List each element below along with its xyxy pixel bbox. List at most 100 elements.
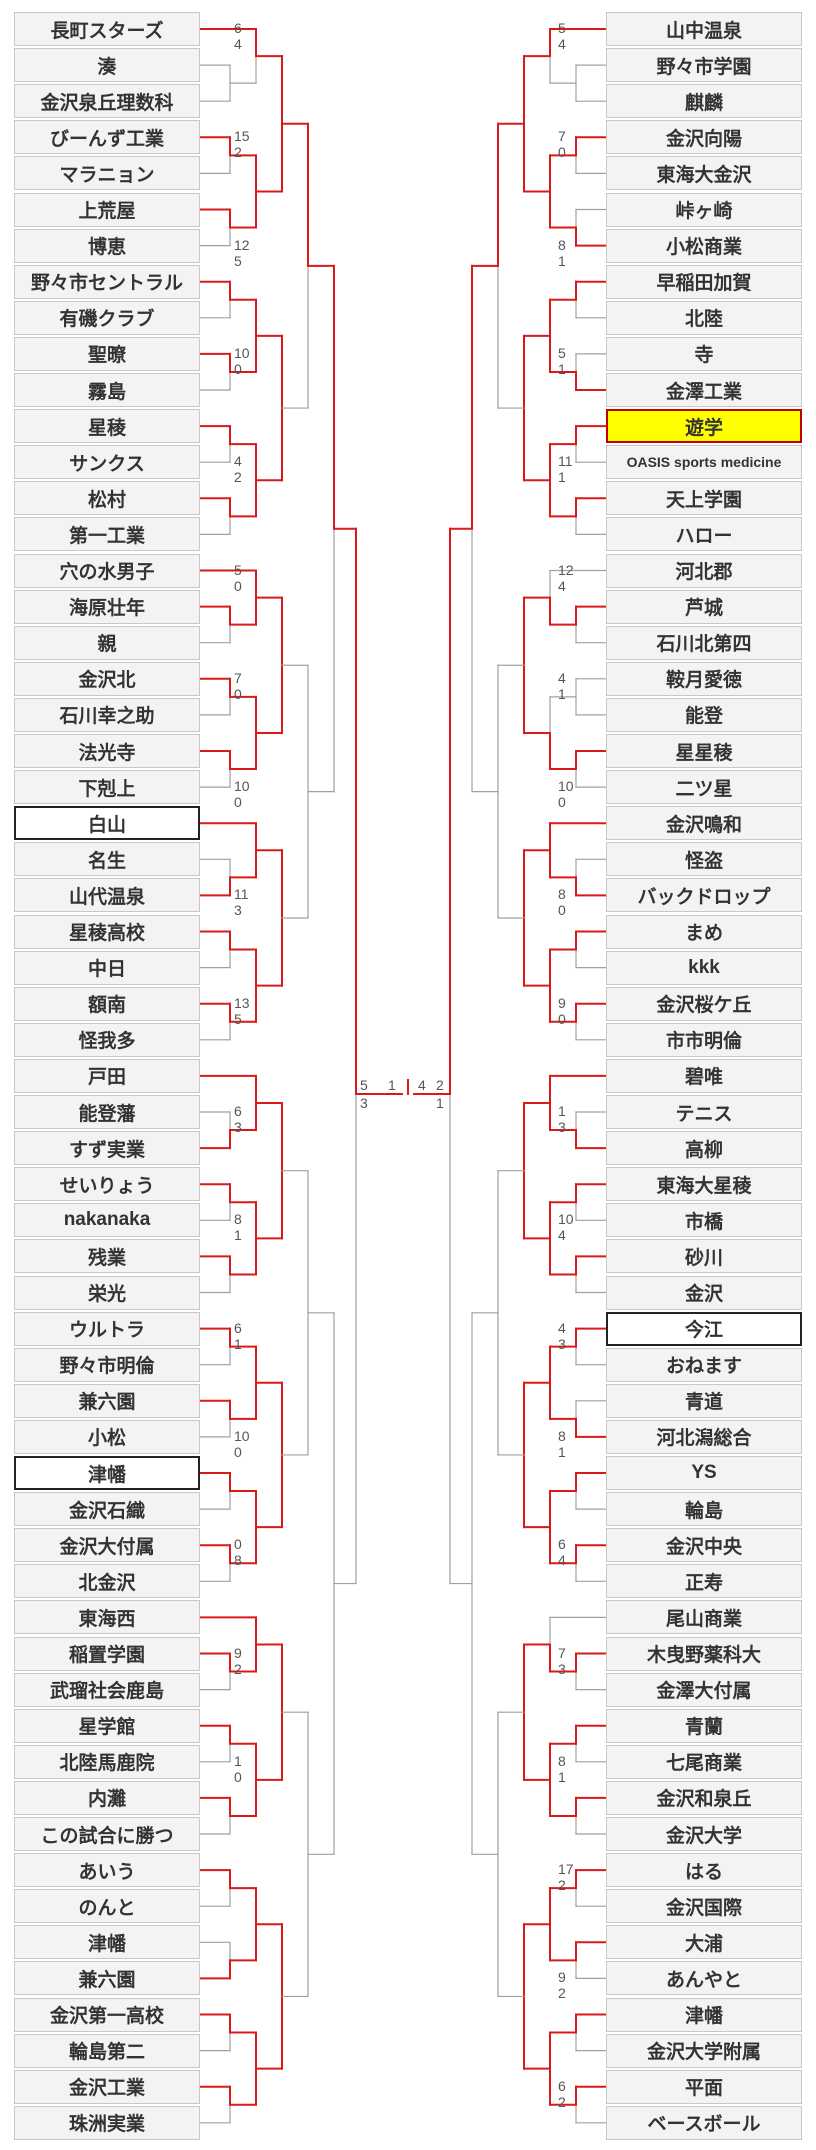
right-team-box[interactable]: 麒麟 — [606, 84, 802, 119]
left-team-box[interactable]: 聖暸 — [14, 336, 200, 371]
right-team-box[interactable]: バックドロップ — [606, 878, 802, 913]
left-team-box[interactable]: 津幡 — [14, 1456, 200, 1490]
right-team-box[interactable]: 高柳 — [606, 1131, 802, 1166]
right-team-box[interactable]: 金沢鳴和 — [606, 806, 802, 841]
left-team-box[interactable]: 法光寺 — [14, 734, 200, 768]
left-team-box[interactable]: 戸田 — [14, 1058, 200, 1093]
right-team-box[interactable]: 正寿 — [606, 1564, 802, 1599]
left-team-box[interactable]: 稲置学園 — [14, 1636, 200, 1671]
left-team-box[interactable]: すず実業 — [14, 1131, 200, 1166]
right-team-box[interactable]: 峠ヶ崎 — [606, 192, 802, 227]
right-team-box[interactable]: 小松商業 — [606, 228, 802, 263]
right-team-box[interactable]: 平面 — [606, 2069, 802, 2104]
left-team-box[interactable]: 穴の水男子 — [14, 553, 200, 588]
left-team-box[interactable]: 残業 — [14, 1239, 200, 1274]
left-team-box[interactable]: nakanaka — [14, 1203, 200, 1238]
right-team-box[interactable]: 金澤大付属 — [606, 1672, 802, 1707]
right-team-box[interactable]: 金澤工業 — [606, 373, 802, 407]
right-team-box[interactable]: 金沢中央 — [606, 1528, 802, 1563]
right-team-box[interactable]: ベースボール — [606, 2105, 802, 2140]
left-team-box[interactable]: 輪島第二 — [14, 2033, 200, 2068]
right-team-box[interactable]: 東海大星稜 — [606, 1167, 802, 1202]
right-team-box[interactable]: 寺 — [606, 336, 802, 371]
left-team-box[interactable]: 海原壮年 — [14, 589, 200, 624]
right-team-box[interactable]: おねます — [606, 1347, 802, 1382]
right-team-box[interactable]: 碧唯 — [606, 1058, 802, 1093]
left-team-box[interactable]: 金沢工業 — [14, 2069, 200, 2104]
right-team-box[interactable]: 青道 — [606, 1383, 802, 1418]
left-team-box[interactable]: 北金沢 — [14, 1564, 200, 1599]
left-team-box[interactable]: 武瑠社会鹿島 — [14, 1672, 200, 1707]
right-team-box[interactable]: kkk — [606, 950, 802, 985]
right-team-box[interactable]: 金沢 — [606, 1275, 802, 1310]
left-team-box[interactable]: 能登藩 — [14, 1095, 200, 1129]
left-team-box[interactable]: 額南 — [14, 986, 200, 1021]
right-team-box[interactable]: 東海大金沢 — [606, 156, 802, 191]
left-team-box[interactable]: 星稜高校 — [14, 914, 200, 949]
right-team-box[interactable]: 大浦 — [606, 1925, 802, 1960]
left-team-box[interactable]: 珠洲実業 — [14, 2105, 200, 2140]
right-team-box[interactable]: 北陸 — [606, 300, 802, 335]
right-team-box[interactable]: 芦城 — [606, 589, 802, 624]
right-team-box[interactable]: 石川北第四 — [606, 625, 802, 660]
left-team-box[interactable]: あいう — [14, 1853, 200, 1888]
right-team-box[interactable]: 輪島 — [606, 1492, 802, 1527]
right-team-box[interactable]: 木曳野薬科大 — [606, 1636, 802, 1671]
left-team-box[interactable]: 栄光 — [14, 1275, 200, 1310]
left-team-box[interactable]: サンクス — [14, 445, 200, 480]
left-team-box[interactable]: 内灘 — [14, 1780, 200, 1815]
right-team-box[interactable]: 市市明倫 — [606, 1022, 802, 1057]
left-team-box[interactable]: 上荒屋 — [14, 192, 200, 227]
right-team-box[interactable]: 河北郡 — [606, 553, 802, 588]
right-team-box[interactable]: OASIS sports medicine — [606, 445, 802, 480]
right-team-box[interactable]: 二ツ星 — [606, 770, 802, 805]
left-team-box[interactable]: 金沢第一高校 — [14, 1997, 200, 2032]
left-team-box[interactable]: 金沢北 — [14, 661, 200, 696]
right-team-box[interactable]: 津幡 — [606, 1997, 802, 2032]
right-team-box[interactable]: 金沢大学附属 — [606, 2033, 802, 2068]
left-team-box[interactable]: 下剋上 — [14, 770, 200, 805]
left-team-box[interactable]: 博恵 — [14, 228, 200, 263]
right-team-box[interactable]: 野々市学園 — [606, 48, 802, 83]
left-team-box[interactable]: 野々市明倫 — [14, 1347, 200, 1382]
right-team-box[interactable]: 金沢向陽 — [606, 120, 802, 155]
left-team-box[interactable]: 金沢泉丘理数科 — [14, 84, 200, 119]
right-team-box[interactable]: 金沢国際 — [606, 1889, 802, 1924]
left-team-box[interactable]: 長町スターズ — [14, 12, 200, 46]
left-team-box[interactable]: 金沢石織 — [14, 1492, 200, 1527]
left-team-box[interactable]: 兼六園 — [14, 1961, 200, 1996]
right-team-box[interactable]: 天上学園 — [606, 481, 802, 516]
right-team-box[interactable]: 金沢大学 — [606, 1817, 802, 1851]
left-team-box[interactable]: 北陸馬鹿院 — [14, 1744, 200, 1779]
right-team-box[interactable]: 砂川 — [606, 1239, 802, 1274]
right-team-box[interactable]: テニス — [606, 1095, 802, 1129]
left-team-box[interactable]: 星稜 — [14, 409, 200, 444]
left-team-box[interactable]: この試合に勝つ — [14, 1817, 200, 1851]
left-team-box[interactable]: 松村 — [14, 481, 200, 516]
left-team-box[interactable]: 中日 — [14, 950, 200, 985]
right-team-box[interactable]: ハロー — [606, 517, 802, 552]
left-team-box[interactable]: 怪我多 — [14, 1022, 200, 1057]
right-team-box[interactable]: 鞍月愛徳 — [606, 661, 802, 696]
left-team-box[interactable]: ウルトラ — [14, 1311, 200, 1346]
right-team-box[interactable]: まめ — [606, 914, 802, 949]
right-team-box[interactable]: 怪盗 — [606, 842, 802, 877]
left-team-box[interactable]: 野々市セントラル — [14, 264, 200, 299]
right-team-box[interactable]: 青蘭 — [606, 1708, 802, 1743]
left-team-box[interactable]: 東海西 — [14, 1600, 200, 1635]
left-team-box[interactable]: 名生 — [14, 842, 200, 877]
left-team-box[interactable]: 石川幸之助 — [14, 697, 200, 732]
right-team-box[interactable]: 七尾商業 — [606, 1744, 802, 1779]
left-team-box[interactable]: 小松 — [14, 1419, 200, 1454]
right-team-box[interactable]: 今江 — [606, 1311, 802, 1346]
right-team-box[interactable]: 能登 — [606, 697, 802, 732]
left-team-box[interactable]: 親 — [14, 625, 200, 660]
right-team-box[interactable]: 遊学 — [606, 409, 802, 444]
right-team-box[interactable]: 金沢和泉丘 — [606, 1780, 802, 1815]
right-team-box[interactable]: 河北潟総合 — [606, 1419, 802, 1454]
right-team-box[interactable]: 金沢桜ケ丘 — [606, 986, 802, 1021]
right-team-box[interactable]: 尾山商業 — [606, 1600, 802, 1635]
left-team-box[interactable]: 白山 — [14, 806, 200, 841]
left-team-box[interactable]: のんと — [14, 1889, 200, 1924]
left-team-box[interactable]: 湊 — [14, 48, 200, 83]
